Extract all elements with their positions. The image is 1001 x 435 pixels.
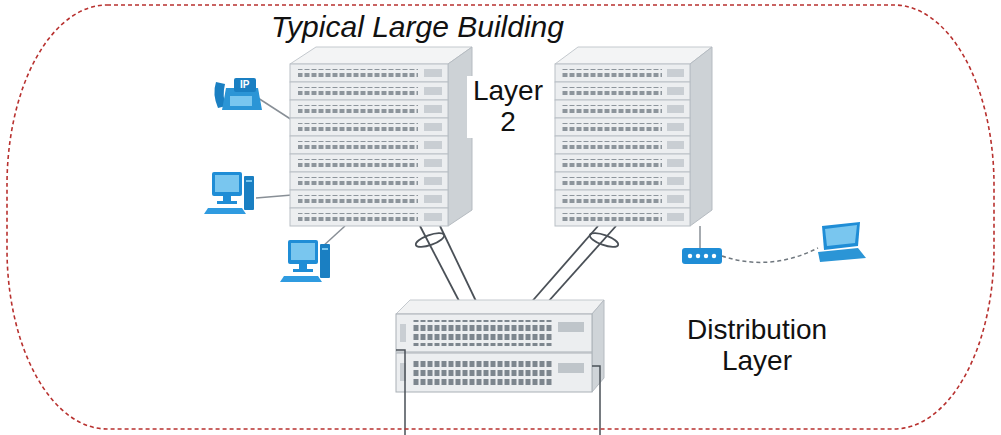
distribution-switch bbox=[412, 359, 552, 385]
ip-phone-icon bbox=[214, 78, 262, 110]
network-illustration bbox=[280, 240, 330, 282]
access-switch-stack bbox=[555, 47, 712, 64]
distribution-switch bbox=[592, 300, 604, 392]
access-switch-stack bbox=[555, 208, 690, 226]
access-switch-stack bbox=[290, 172, 448, 190]
network-illustration bbox=[204, 172, 254, 214]
laptop-icon bbox=[825, 225, 857, 246]
downlink-wire bbox=[396, 350, 405, 435]
hub-icon bbox=[688, 254, 692, 258]
distribution-switch bbox=[396, 353, 592, 392]
access-switch-stack bbox=[690, 47, 712, 226]
distribution-switch bbox=[396, 314, 592, 352]
wireless-link bbox=[722, 248, 818, 262]
access-switch-stack bbox=[290, 64, 448, 82]
layer-label: Layer 2 bbox=[467, 76, 549, 138]
hub-icon bbox=[704, 254, 708, 258]
access-switch-stack bbox=[555, 136, 690, 154]
host-link bbox=[258, 98, 292, 120]
distribution-switch bbox=[396, 300, 604, 314]
access-switch-stack bbox=[555, 154, 690, 172]
dashed-boundary bbox=[7, 5, 994, 429]
access-switch-stack bbox=[290, 190, 448, 208]
access-switch-stack bbox=[555, 100, 690, 118]
ip-phone-icon bbox=[234, 78, 256, 92]
access-switch-stack bbox=[555, 172, 690, 190]
access-switch-stack bbox=[290, 100, 448, 118]
access-switch-stack bbox=[555, 118, 690, 136]
uplink-bundle bbox=[588, 230, 620, 250]
laptop-icon bbox=[822, 222, 860, 250]
access-switch-stack bbox=[290, 136, 448, 154]
access-switch-stack bbox=[290, 208, 448, 226]
distribution-switch bbox=[558, 363, 584, 373]
access-switch-stack bbox=[290, 82, 448, 100]
access-switch-stack bbox=[290, 47, 472, 226]
access-switch-stack bbox=[555, 82, 690, 100]
phone-badge: IP bbox=[240, 79, 249, 90]
distribution-switch bbox=[412, 320, 552, 346]
access-switch-stack bbox=[290, 47, 472, 64]
host-link bbox=[322, 226, 345, 247]
host-link bbox=[256, 195, 292, 198]
hub-icon bbox=[682, 248, 722, 264]
distribution-switch bbox=[396, 300, 604, 392]
access-switch-stack bbox=[290, 118, 448, 136]
hub-icon bbox=[696, 254, 700, 258]
host-link bbox=[699, 226, 701, 248]
laptop-icon bbox=[818, 248, 866, 262]
access-switch-stack bbox=[555, 190, 690, 208]
downlink-wire bbox=[592, 366, 600, 435]
distribution-switch bbox=[400, 324, 406, 342]
access-switch-stack bbox=[555, 47, 712, 226]
downlink-wire bbox=[396, 350, 600, 435]
distribution-switch bbox=[558, 322, 584, 332]
access-switch-stack bbox=[290, 154, 448, 172]
ip-phone-icon bbox=[230, 96, 252, 106]
hub-icon bbox=[712, 254, 716, 258]
region-title: Typical Large Building bbox=[271, 10, 564, 43]
layer-label: Distribution Layer bbox=[667, 315, 847, 377]
laptop-icon bbox=[818, 222, 866, 262]
access-switch-stack bbox=[555, 64, 690, 82]
hub-icon bbox=[682, 248, 722, 264]
uplink-bundle bbox=[414, 230, 446, 250]
